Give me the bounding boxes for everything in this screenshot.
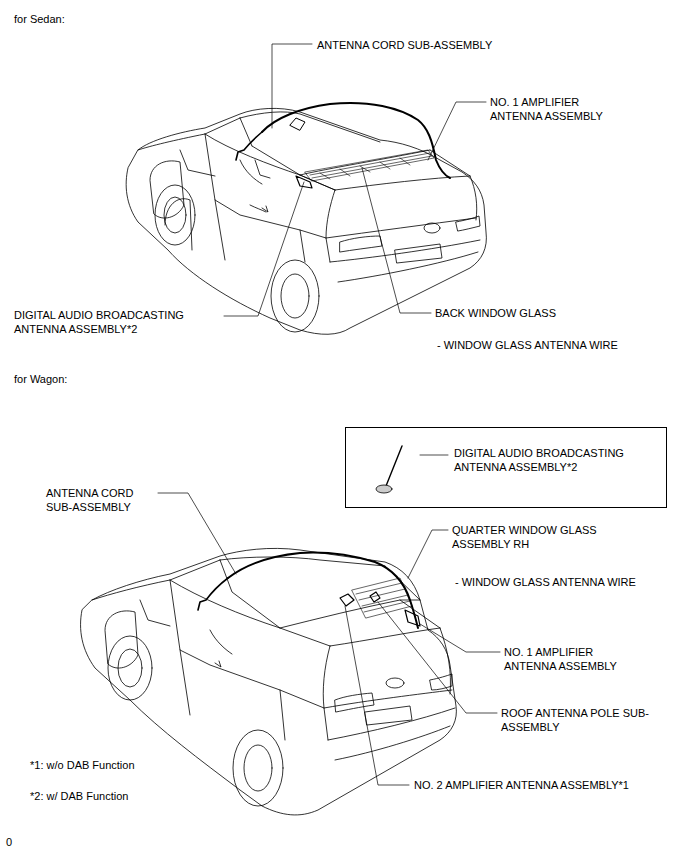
wagon-drawing: [92, 560, 220, 600]
sedan-drawing: [395, 244, 442, 263]
wagon-drawing: [220, 560, 280, 628]
wagon-drawing: [118, 649, 142, 687]
leader-line: [272, 44, 312, 128]
section-heading: for Sedan:: [14, 12, 65, 26]
footnote: *2: w/ DAB Function: [30, 789, 128, 803]
sedan-drawing: [165, 199, 192, 250]
sedan-drawing: [271, 260, 319, 332]
sedan-drawing: [240, 160, 262, 184]
part-name: DIGITAL AUDIO BROADCASTING ANTENNA ASSEM…: [14, 308, 219, 337]
leader-line: [158, 493, 500, 785]
sub-part-name: - WINDOW GLASS ANTENNA WIRE: [455, 575, 636, 589]
sedan-drawing: [262, 206, 268, 212]
sedan-drawing: [215, 200, 305, 262]
wagon-drawing: [340, 594, 354, 606]
antenna-pole-icon: [386, 446, 402, 486]
leader-line: [408, 530, 448, 578]
wagon-drawing: [328, 708, 455, 740]
part-name: DIGITAL AUDIO BROADCASTING ANTENNA ASSEM…: [454, 446, 654, 475]
section-heading: for Wagon:: [14, 372, 67, 386]
leader-line: [224, 44, 486, 316]
sedan-drawing: [180, 150, 215, 176]
sedan-drawing: [205, 134, 326, 238]
sedan-drawing: [240, 118, 300, 175]
sedan-drawing: [424, 223, 440, 233]
wagon-drawing: [81, 548, 457, 815]
sedan-drawing: [281, 274, 309, 318]
wagon-drawing: [323, 646, 330, 740]
sedan-drawing: [305, 150, 434, 181]
leader-line: [345, 606, 409, 785]
part-name: NO. 1 AMPLIFIER ANTENNA ASSEMBLY: [504, 645, 634, 674]
wagon-drawing: [280, 600, 420, 628]
antenna-pole-icon: [420, 455, 448, 456]
sedan-drawing: [326, 190, 335, 262]
sedan-drawing: [240, 112, 380, 142]
wagon-drawing: [198, 578, 228, 610]
wagon-drawing: [170, 580, 330, 646]
sedan-drawing: [255, 160, 270, 178]
sub-part-name: - WINDOW GLASS ANTENNA WIRE: [437, 338, 618, 352]
wagon-drawing: [170, 580, 324, 708]
sedan-drawing: [470, 176, 477, 220]
wagon-drawing: [108, 636, 152, 700]
wagon-drawing: [405, 610, 420, 626]
wagon-drawing: [386, 678, 404, 688]
leader-line: [362, 168, 431, 313]
part-name: ANTENNA CORD SUB-ASSEMBLY: [317, 38, 492, 52]
sedan-drawing: [290, 118, 305, 130]
sedan-drawing: [300, 150, 470, 190]
inset-frame: DIGITAL AUDIO BROADCASTING ANTENNA ASSEM…: [345, 427, 667, 508]
sedan-drawing: [326, 218, 476, 238]
leader-line: [158, 493, 236, 574]
wagon-drawing: [140, 600, 170, 626]
wagon-drawing: [244, 745, 272, 791]
wagon-drawing: [210, 630, 232, 654]
part-name: NO. 1 AMPLIFIER ANTENNA ASSEMBLY: [490, 95, 620, 124]
wagon-drawing: [233, 730, 283, 806]
wagon-drawing: [356, 583, 410, 612]
wagon-drawing: [385, 566, 440, 628]
wagon-drawing: [365, 706, 412, 725]
wagon-drawing: [335, 726, 450, 760]
sedan-drawing: [456, 216, 480, 231]
part-name: ROOF ANTENNA POLE SUB-ASSEMBLY: [501, 706, 651, 735]
wagon-drawing: [370, 592, 380, 602]
wagon-drawing: [335, 693, 374, 712]
wagon-drawing: [324, 690, 452, 708]
part-name: QUARTER WINDOW GLASS ASSEMBLY RH: [452, 523, 627, 552]
sedan-drawing: [155, 185, 195, 245]
sedan-drawing: [310, 153, 432, 179]
sedan-drawing: [262, 103, 450, 178]
leader-line: [378, 602, 497, 713]
wagon-drawing: [330, 628, 440, 646]
sedan-drawing: [164, 197, 186, 233]
leader-line: [420, 624, 500, 652]
wagon-drawing: [440, 628, 451, 694]
sedan-drawing: [330, 240, 480, 262]
part-name: ANTENNA CORD SUB-ASSEMBLY: [46, 486, 156, 515]
sedan-drawing: [236, 132, 262, 160]
sedan-drawing: [338, 252, 478, 282]
antenna-pole-icon: [376, 485, 392, 493]
sedan-drawing: [340, 236, 382, 252]
part-name: BACK WINDOW GLASS: [435, 306, 556, 320]
part-name: NO. 2 AMPLIFIER ANTENNA ASSEMBLY*1: [414, 778, 629, 792]
wagon-drawing: [105, 611, 138, 668]
drawing-stroke: [81, 44, 500, 815]
sedan-drawing: [126, 103, 486, 334]
leader-line: [428, 102, 486, 160]
figure-id: 0: [6, 835, 12, 849]
antenna-pole-icon: [376, 446, 448, 493]
wagon-drawing: [215, 661, 221, 667]
sedan-drawing: [250, 205, 266, 212]
wagon-drawing: [180, 650, 285, 740]
wagon-drawing: [81, 548, 457, 815]
footnote: *1: w/o DAB Function: [30, 758, 135, 772]
leader-line: [224, 182, 304, 316]
